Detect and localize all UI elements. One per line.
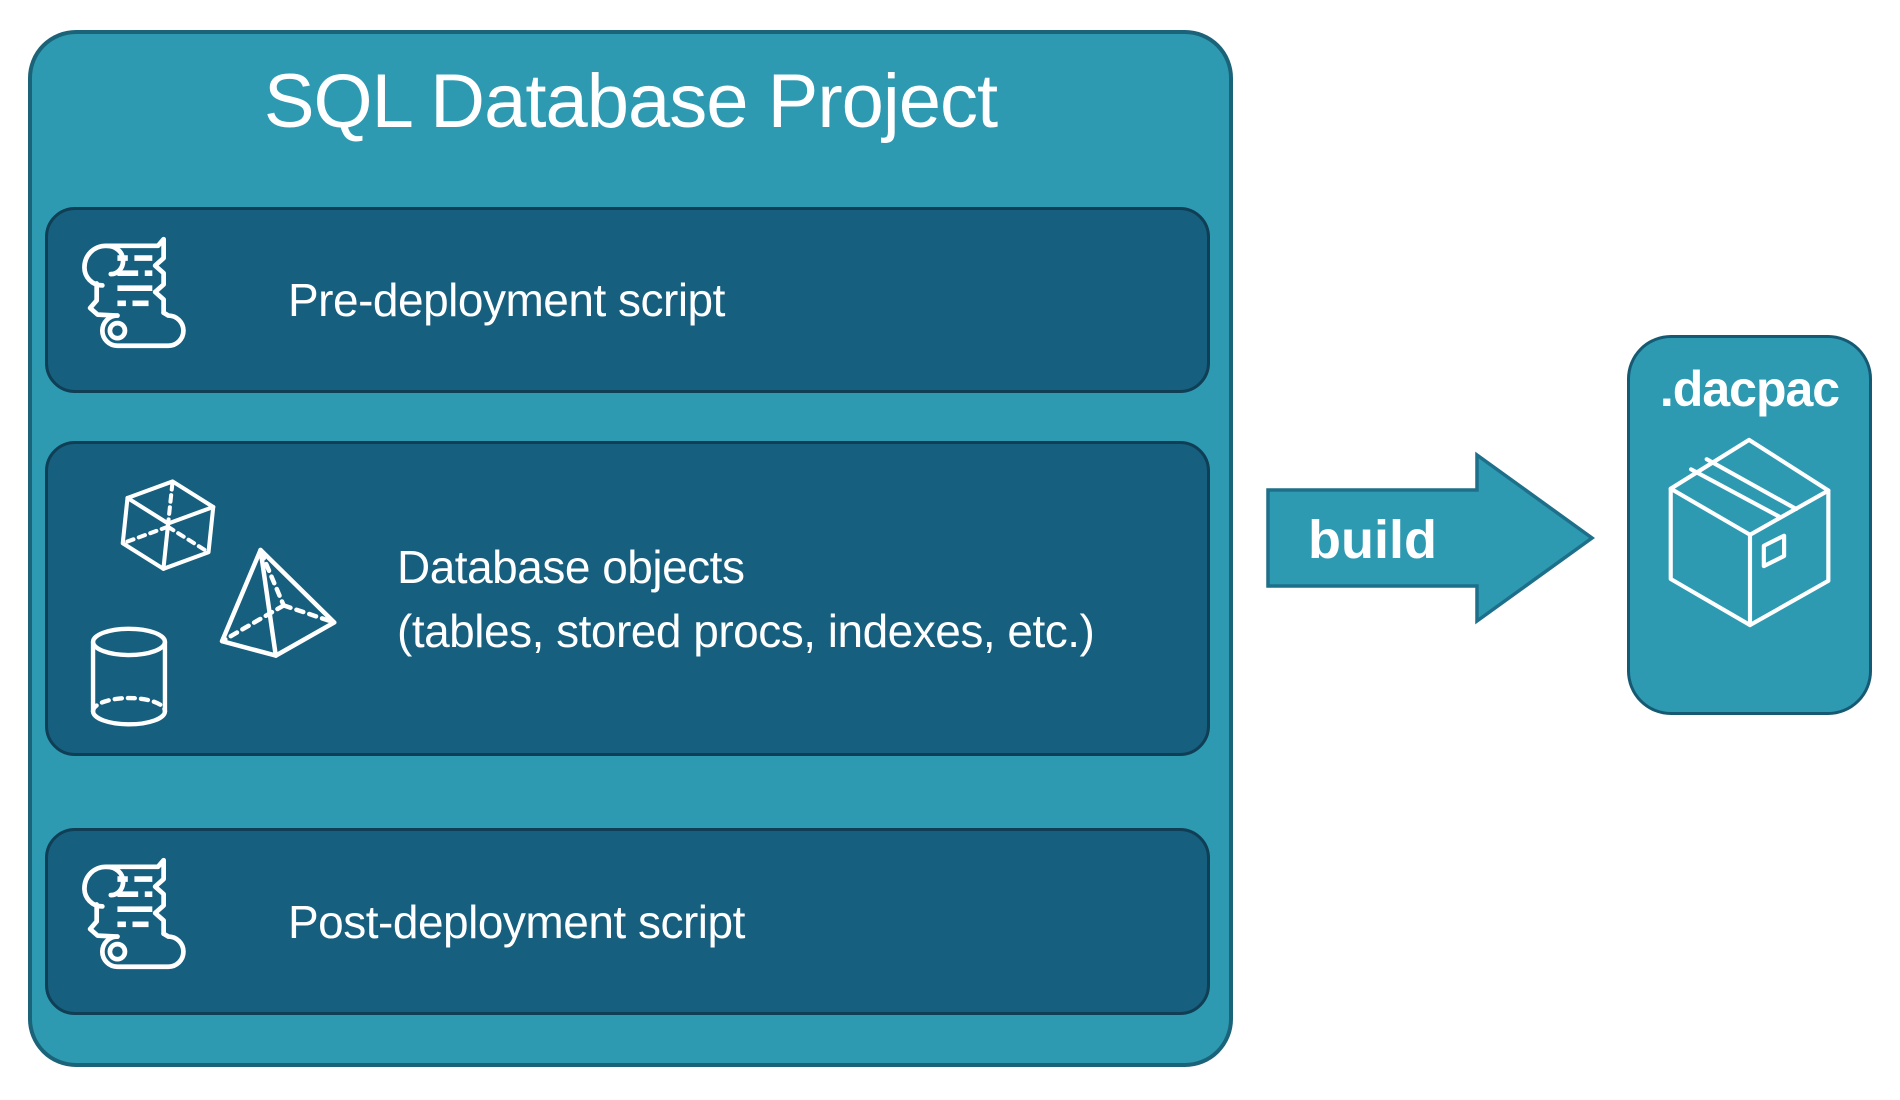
project-title: SQL Database Project — [263, 59, 998, 144]
dacpac-card: .dacpac — [1627, 335, 1872, 715]
cube-icon — [120, 479, 216, 571]
scroll-icon — [82, 857, 186, 970]
pyramid-icon — [219, 547, 337, 658]
item-pre-deployment-script: Pre-deployment script — [45, 207, 1210, 393]
sql-database-project-container: SQL Database Project Pre-deployment scri… — [28, 30, 1233, 1067]
build-arrow — [1266, 451, 1595, 625]
item-post-deployment-script: Post-deployment script — [45, 828, 1210, 1015]
build-arrow-label: build — [1308, 509, 1437, 570]
item-database-objects: Database objects (tables, stored procs, … — [45, 441, 1210, 756]
scroll-icon — [82, 236, 186, 349]
item-label: Post-deployment script — [288, 895, 745, 948]
package-icon — [1668, 437, 1830, 628]
item-sublabel: (tables, stored procs, indexes, etc.) — [397, 604, 1095, 657]
item-label: Pre-deployment script — [288, 274, 725, 326]
item-label: Database objects — [397, 540, 745, 593]
dacpac-label: .dacpac — [1659, 361, 1840, 417]
cylinder-icon — [90, 626, 168, 727]
